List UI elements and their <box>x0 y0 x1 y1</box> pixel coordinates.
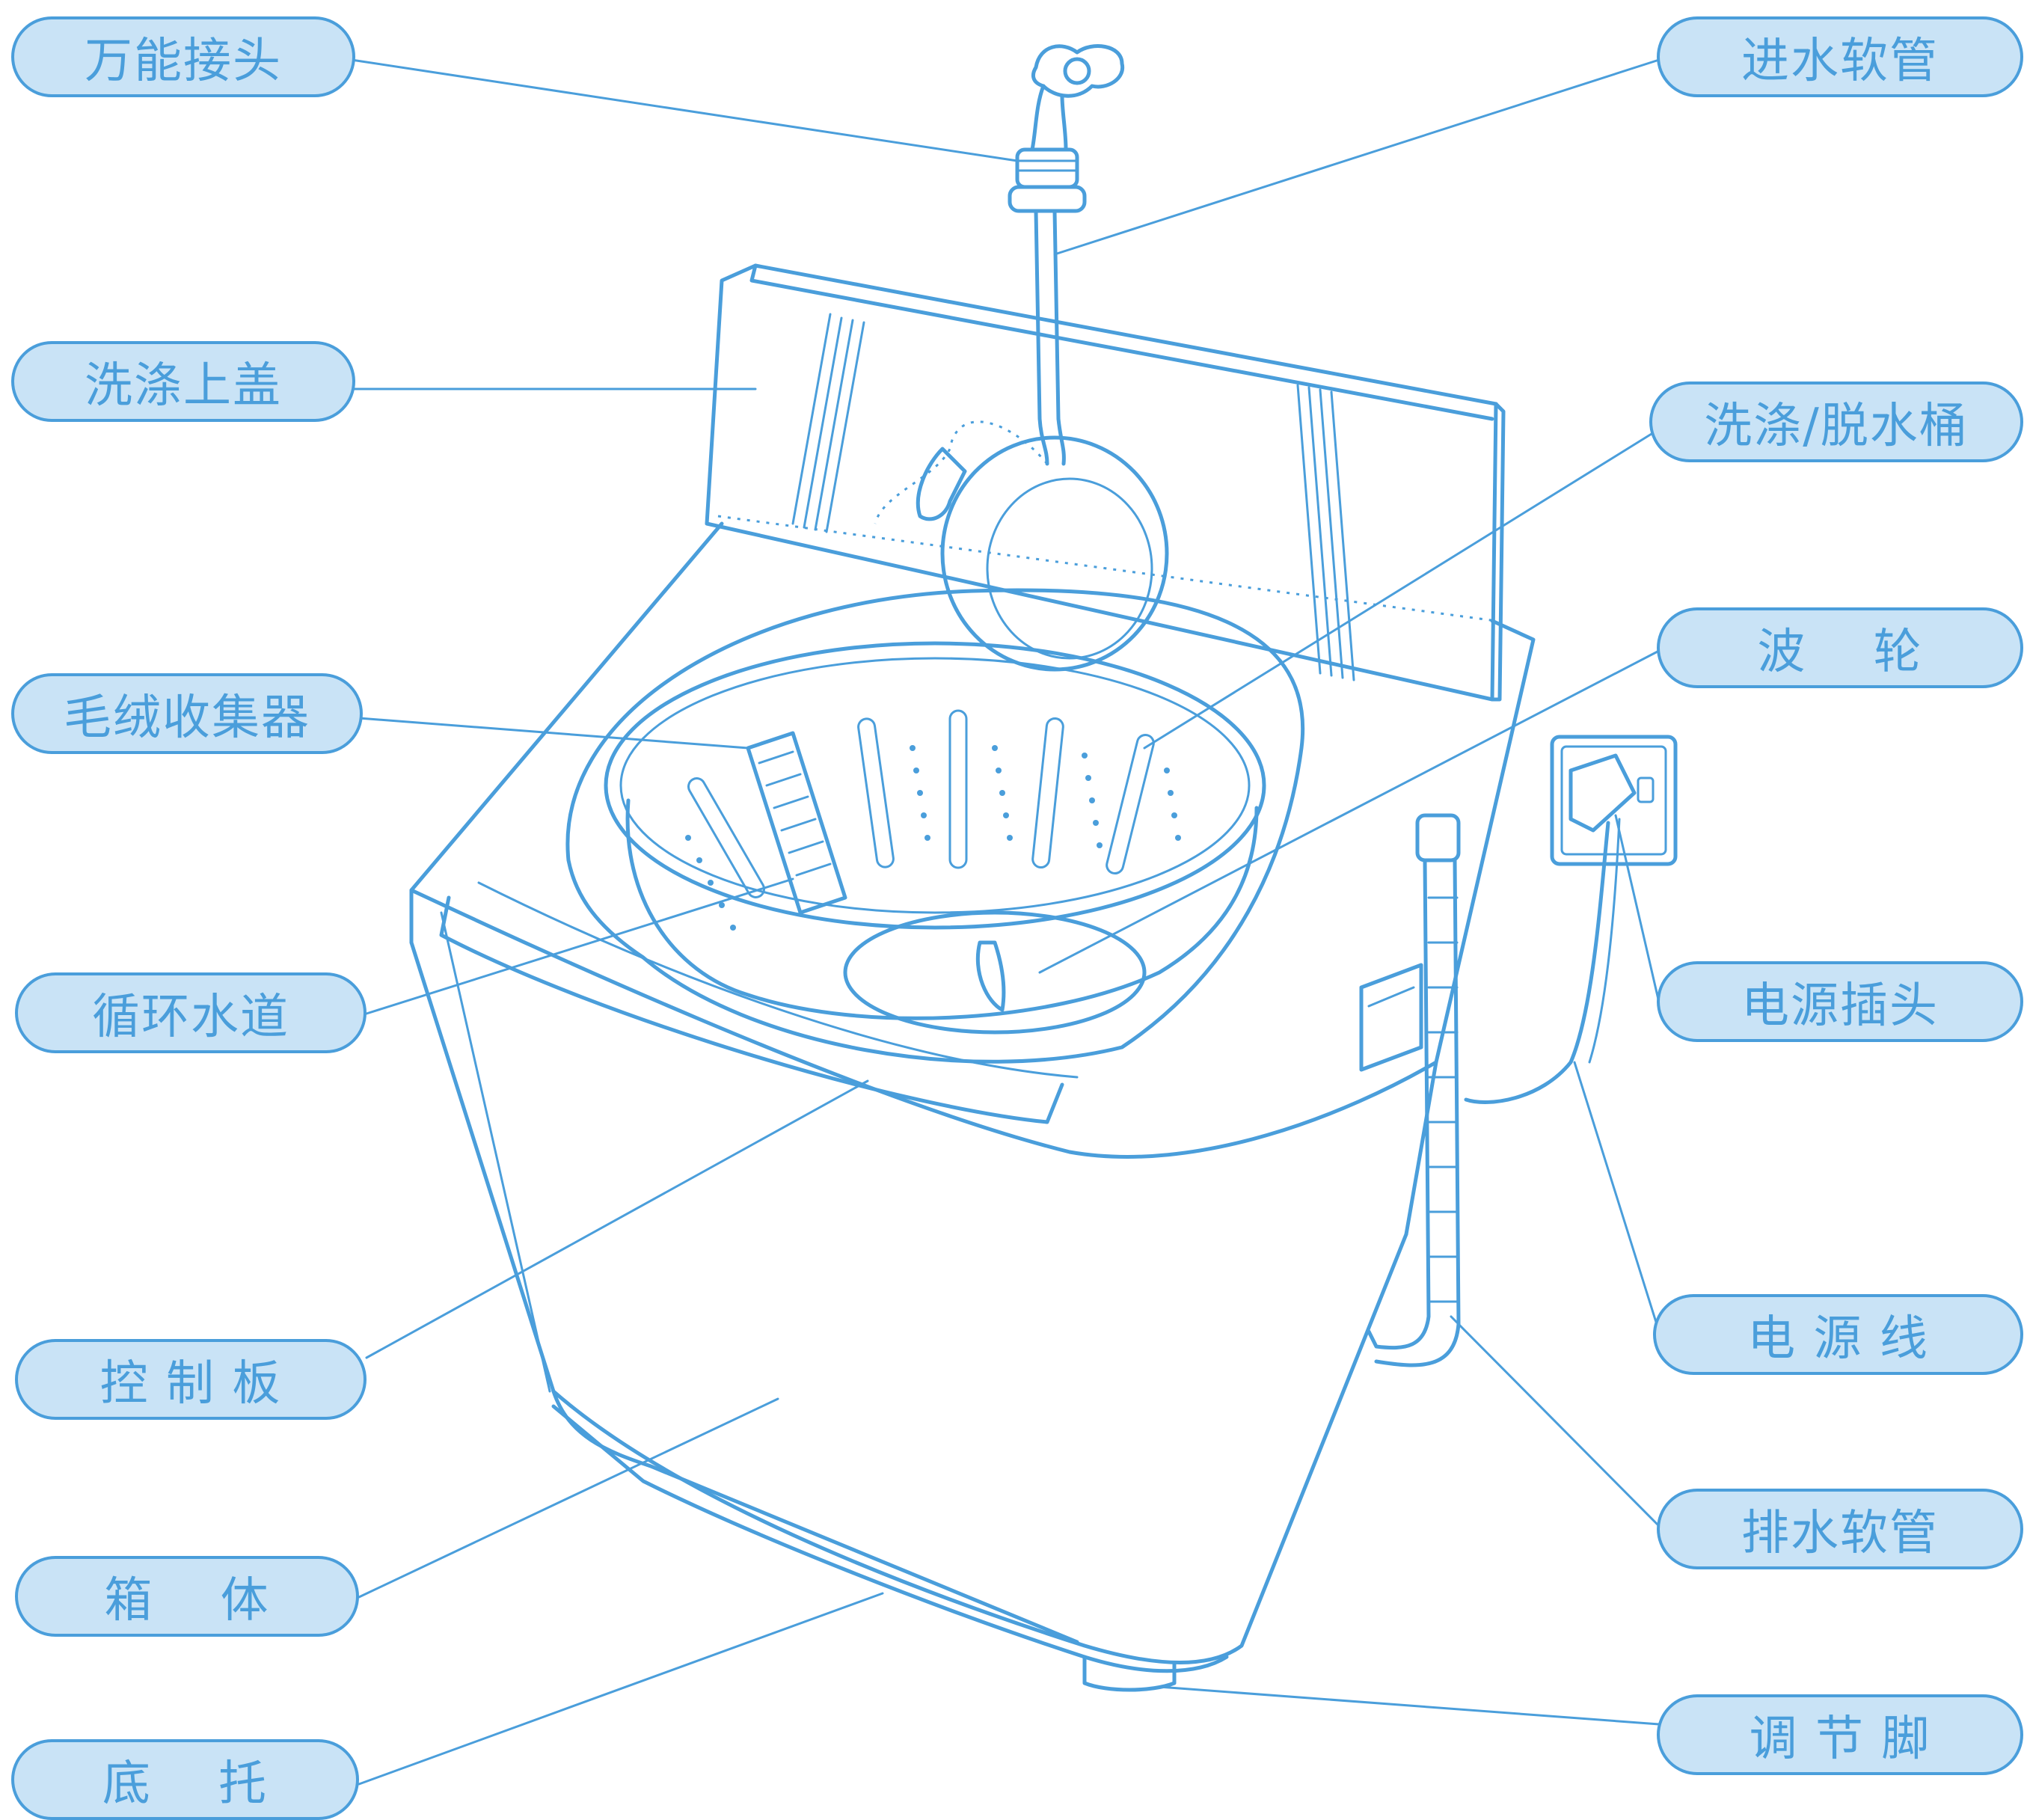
label-circulation-channel: 循环水道 <box>15 972 367 1053</box>
label-drain-hose: 排水软管 <box>1657 1489 2023 1569</box>
label-wash-spin-tub: 洗涤/脱水桶 <box>1649 382 2023 462</box>
label-pulsator: 波 轮 <box>1657 607 2023 688</box>
cabinet-body <box>411 524 1533 1690</box>
label-cabinet: 箱 体 <box>15 1556 359 1637</box>
label-power-cord: 电 源 线 <box>1653 1294 2023 1375</box>
leader-inlet-hose <box>1055 60 1659 254</box>
faucet-and-inlet-hose <box>1010 46 1123 464</box>
label-universal-connector: 万能接头 <box>11 16 355 97</box>
label-inlet-hose: 进水软管 <box>1657 16 2023 97</box>
leader-control-panel <box>367 1081 868 1358</box>
tub-perforations <box>685 745 1181 931</box>
label-control-panel: 控 制 板 <box>15 1339 367 1420</box>
leader-lines <box>352 60 1659 1784</box>
label-adjustable-foot: 调 节 脚 <box>1657 1694 2023 1775</box>
leader-base <box>359 1593 883 1784</box>
leader-drain-hose <box>1451 1317 1659 1526</box>
leader-adjustable-foot <box>1159 1687 1659 1724</box>
label-base: 底 托 <box>11 1739 359 1820</box>
leader-universal-connector <box>352 60 1017 161</box>
label-power-plug: 电源插头 <box>1657 961 2023 1042</box>
label-wash-lid: 洗涤上盖 <box>11 341 355 422</box>
label-lint-collector: 毛绒收集器 <box>11 673 363 754</box>
leader-wash-spin-tub <box>1144 434 1652 748</box>
leader-power-cord <box>1574 1062 1659 1332</box>
leader-power-plug <box>1616 815 1659 1002</box>
wash-spin-tub <box>568 590 1303 1061</box>
leader-pulsator <box>1040 651 1659 972</box>
wash-lid <box>707 266 1503 699</box>
